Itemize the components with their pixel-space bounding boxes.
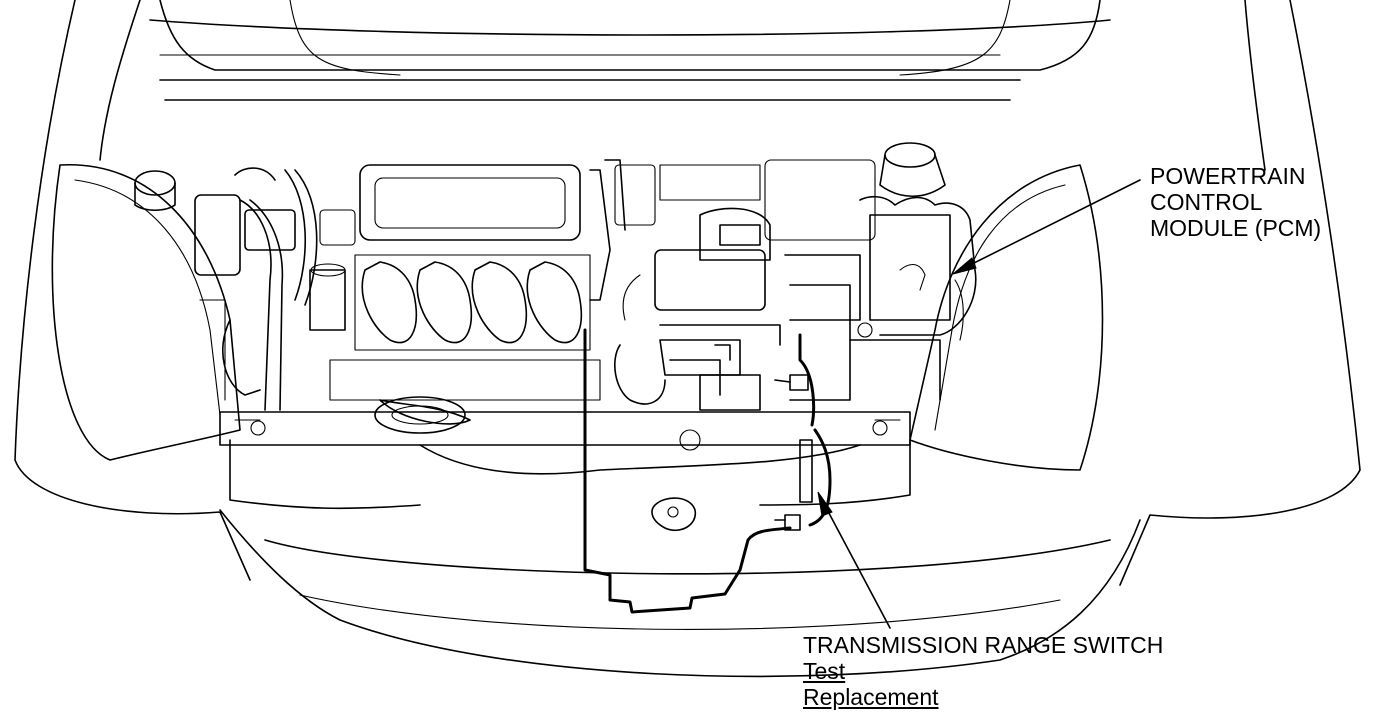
pcm-label: POWERTRAIN CONTROL MODULE (PCM): [1150, 163, 1321, 241]
trs-replacement-link[interactable]: Replacement: [803, 684, 939, 710]
trs-leader-arrow: [818, 492, 890, 628]
radiator-support: [220, 412, 910, 474]
trs-title: TRANSMISSION RANGE SWITCH: [803, 632, 1164, 658]
headlight-right: [910, 165, 1103, 470]
pcm-label-line-1: POWERTRAIN: [1150, 163, 1306, 189]
vehicle-body-outline: [15, 0, 1360, 585]
pcm-leader-arrow: [953, 180, 1140, 274]
intake-manifold: [330, 165, 600, 433]
trs-test-link[interactable]: Test: [803, 658, 846, 684]
battery-pcm-area: [785, 143, 976, 400]
pcm-label-line-3: MODULE (PCM): [1150, 215, 1322, 241]
trs-label: TRANSMISSION RANGE SWITCH Test Replaceme…: [803, 632, 1163, 710]
left-components: [135, 168, 355, 410]
front-bumper: [220, 440, 1140, 676]
transmission-outline: [585, 325, 830, 612]
pcm-label-line-2: CONTROL: [1150, 189, 1263, 215]
headlight-left: [52, 165, 240, 460]
throttle-body-area: [590, 160, 875, 450]
